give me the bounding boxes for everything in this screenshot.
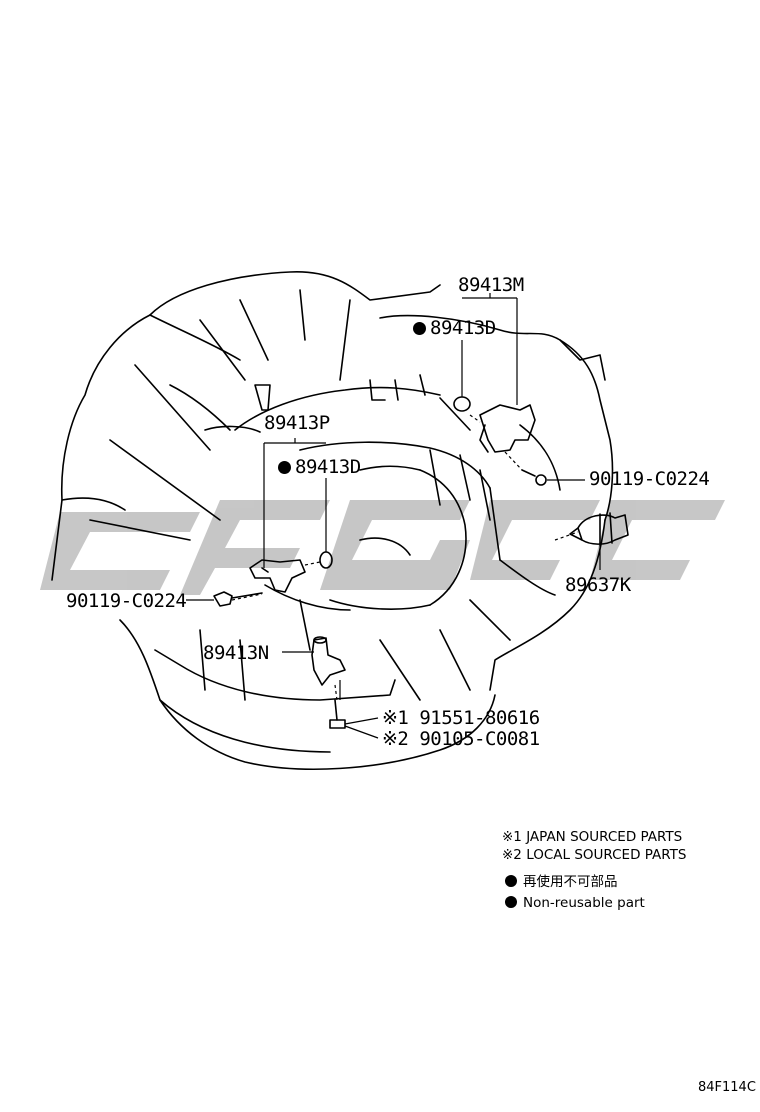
part-label-text: 89413D: [295, 456, 361, 478]
note-mark-1: ※1: [382, 707, 409, 729]
diagram-code: 84F114C: [698, 1080, 756, 1095]
part-label-text: 90105-C0081: [419, 728, 540, 750]
part-label-89413m: 89413M: [458, 274, 524, 296]
legend-japan-sourced: ※1 JAPAN SOURCED PARTS: [502, 829, 683, 845]
part-label-89413d-lower: 89413D: [278, 458, 361, 477]
part-label-90105-c0081: ※2 90105-C0081: [382, 730, 540, 749]
note-mark-2: ※2: [382, 728, 409, 750]
non-reusable-dot-icon: [278, 461, 291, 474]
filled-circle-icon: [505, 875, 517, 887]
part-label-89637k: 89637K: [565, 574, 631, 596]
part-label-89413p: 89413P: [264, 412, 330, 434]
filled-circle-icon: [505, 896, 517, 908]
legend-text: 再使用不可部品: [523, 874, 618, 890]
legend-non-reusable-en: Non-reusable part: [505, 896, 645, 911]
legend-local-sourced: ※2 LOCAL SOURCED PARTS: [502, 847, 687, 863]
legend-text: Non-reusable part: [523, 895, 645, 911]
part-label-text: 89413D: [430, 317, 496, 339]
part-label-90119-c0224-upper: 90119-C0224: [589, 468, 710, 490]
part-label-91551-80616: ※1 91551-80616: [382, 709, 540, 728]
part-label-89413n: 89413N: [203, 642, 269, 664]
non-reusable-dot-icon: [413, 322, 426, 335]
part-label-90119-c0224-lower: 90119-C0224: [66, 590, 187, 612]
part-label-text: 91551-80616: [419, 707, 540, 729]
legend-non-reusable-jp: 再使用不可部品: [505, 875, 618, 890]
watermark-logo: [40, 500, 725, 595]
part-label-89413d-upper: 89413D: [413, 319, 496, 338]
